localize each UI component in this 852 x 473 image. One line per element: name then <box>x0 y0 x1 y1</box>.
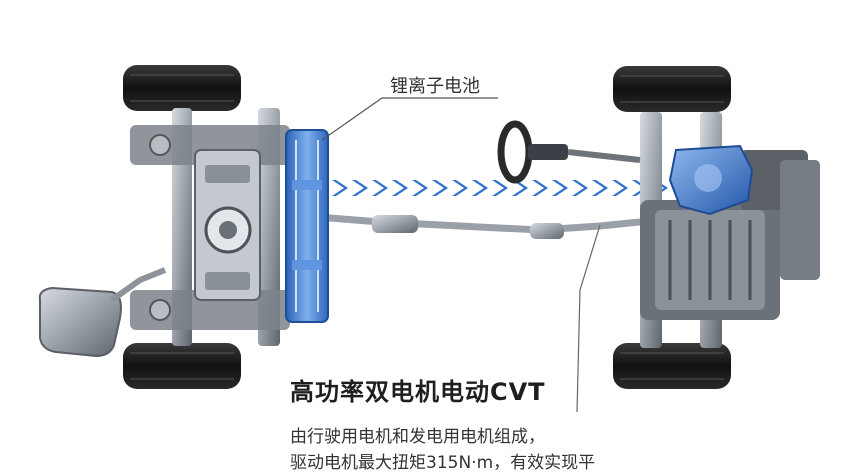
rear-left-tire <box>123 65 241 111</box>
rear-subframe <box>130 108 290 346</box>
exhaust-pipe <box>326 214 644 239</box>
description-line-1: 由行驶用电机和发电用电机组成， <box>290 427 545 447</box>
front-left-tire <box>613 66 731 112</box>
front-right-tire <box>613 343 731 389</box>
ecvt-callout-line <box>576 224 601 413</box>
rear-right-tire <box>123 343 241 389</box>
battery-callout-line <box>321 97 498 141</box>
dual-motor-ecvt <box>668 144 754 216</box>
description-line-2: 驱动电机最大扭矩315N·m，有效实现平 <box>290 453 596 473</box>
battery-label: 锂离子电池 <box>390 76 480 97</box>
energy-flow-arrows <box>332 180 668 196</box>
steering-wheel <box>497 120 641 184</box>
lithium-ion-battery <box>285 129 329 323</box>
ecvt-title: 高功率双电机电动CVT <box>290 378 546 406</box>
muffler <box>38 267 167 358</box>
